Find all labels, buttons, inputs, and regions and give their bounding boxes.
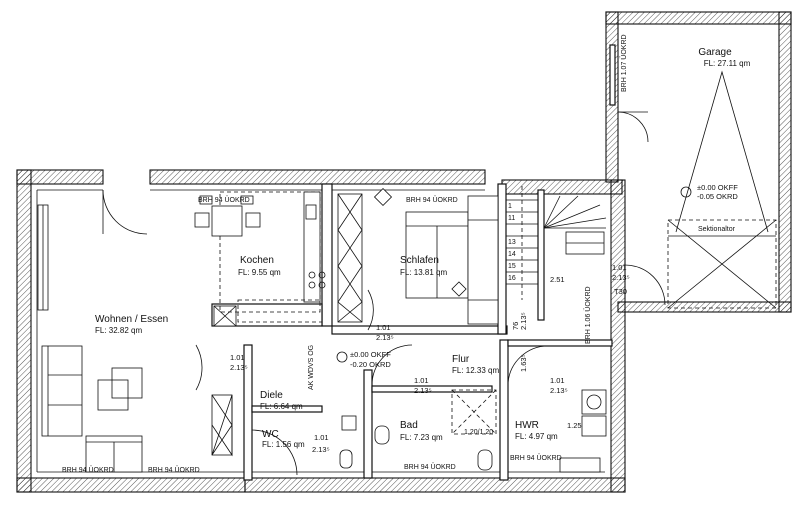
garage-okrd: -0.05 OKRD <box>697 192 738 201</box>
wohnen-furniture <box>41 189 203 473</box>
door-wohnen-height: 2.13⁵ <box>230 363 248 372</box>
stair-width-label: 2.51 <box>550 275 565 284</box>
bad-area: FL: 7.23 qm <box>400 433 443 442</box>
ak-wdvs-label: AK WDVS OG <box>308 345 315 390</box>
bad-brh: BRH 94 ÜOKRD <box>404 463 456 471</box>
door-stair-width: 76 <box>511 322 520 330</box>
flur-dimension: 1.63⁵ <box>519 354 528 372</box>
hwr-brh: BRH 1.06 ÜOKRD <box>584 286 592 344</box>
hwr-area: FL: 4.97 qm <box>515 432 558 441</box>
door-wc-width: 1.01 <box>314 433 329 442</box>
stair-step-2: 11 <box>508 215 515 222</box>
kochen-brh: BRH 94 ÜOKRD <box>198 196 250 204</box>
wohnen-name: Wohnen / Essen <box>95 314 168 325</box>
kochen-area: FL: 9.55 qm <box>238 268 281 277</box>
shower-dimension: 1.20/1.20 <box>464 429 493 436</box>
kochen-name: Kochen <box>240 255 274 266</box>
garage-okff: ±0.00 OKFF <box>697 183 738 192</box>
stair-step-4: 14 <box>508 251 516 258</box>
wohnen-area: FL: 32.82 qm <box>95 326 142 335</box>
wc-name: WC <box>262 429 279 440</box>
stair-step-6: 16 <box>508 275 516 282</box>
level-marker-main-icon <box>336 351 348 363</box>
door-wohnen-width: 1.01 <box>230 353 245 362</box>
door-schlafen-height: 2.13⁵ <box>376 333 394 342</box>
wc-fixtures <box>251 415 357 476</box>
wc-area: FL: 1.56 qm <box>262 440 305 449</box>
stair-step-3: 13 <box>508 239 516 246</box>
door-flur-width: 1.01 <box>612 263 627 272</box>
hwr-name: HWR <box>515 420 539 431</box>
stair-step-5: 15 <box>508 263 516 270</box>
schlafen-area: FL: 13.81 qm <box>400 268 447 277</box>
staircase <box>506 186 607 300</box>
level-marker-icon <box>680 186 692 198</box>
schlafen-brh: BRH 94 ÜOKRD <box>406 196 458 204</box>
sektionaltor-label: Sektionaltor <box>698 226 736 233</box>
door-flur-height: 2.13⁵ <box>612 273 630 282</box>
t30-label: T30 <box>614 287 627 296</box>
flur-area: FL: 12.33 qm <box>452 366 499 375</box>
schlafen-name: Schlafen <box>400 255 439 266</box>
door-bad-width: 1.01 <box>414 376 429 385</box>
door-hwr-width: 1.01 <box>550 376 565 385</box>
interior-walls <box>211 183 613 481</box>
stair-step-1: 1 <box>508 203 512 210</box>
bad-name: Bad <box>400 420 418 431</box>
diele-name: Diele <box>260 390 283 401</box>
schlafen-fixtures <box>337 187 499 331</box>
kitchen-fixtures <box>194 191 326 323</box>
door-hwr-height: 2.13⁵ <box>550 386 568 395</box>
door-stair-height: 2.13⁵ <box>519 312 528 330</box>
wohnen-brh-2: BRH 94 ÜOKRD <box>148 466 200 474</box>
garage-area: FL: 27.11 qm <box>704 59 751 68</box>
hwr-window-dimension: 1.25 <box>567 421 582 430</box>
garage-brh-label: BRH 1.07 ÜOKRD <box>620 34 628 92</box>
diele-area: FL: 6.64 qm <box>260 402 303 411</box>
diele-okrd: -0.20 OKRD <box>350 360 391 369</box>
door-wc-height: 2.13⁵ <box>312 445 330 454</box>
wohnen-brh-1: BRH 94 ÜOKRD <box>62 466 114 474</box>
garage-name: Garage <box>698 47 732 58</box>
garage-walls <box>605 11 792 313</box>
door-bad-height: 2.13⁵ <box>414 386 432 395</box>
hwr-fixtures <box>507 345 607 473</box>
exterior-walls <box>16 169 626 493</box>
hwr-brh-short: BRH 94 ÜOKRD <box>510 454 562 462</box>
bad-fixtures <box>371 344 497 471</box>
windows <box>37 204 237 457</box>
door-schlafen-width: 1.01 <box>376 323 391 332</box>
flur-name: Flur <box>452 354 470 365</box>
diele-okff: ±0.00 OKFF <box>350 350 391 359</box>
